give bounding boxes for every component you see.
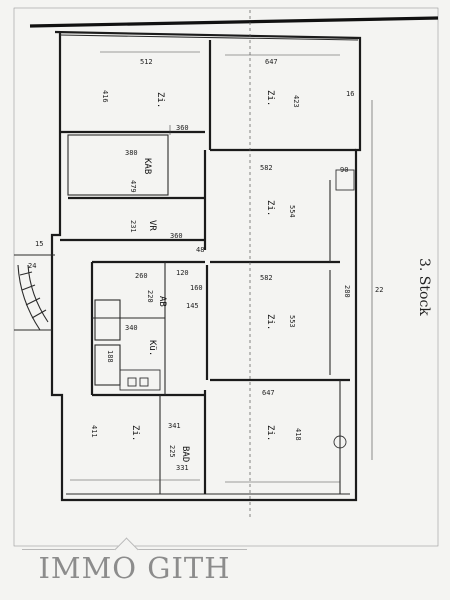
staircase [14,254,55,331]
room-name-kab: KAB [142,158,152,174]
dim-label-24: 24 [28,262,36,270]
room-width-kue: 340 [125,324,138,332]
room-width-bot-right: 647 [262,389,275,397]
dim-label-15: 15 [35,240,43,248]
dim-label-48: 48 [196,246,204,254]
room-height-top-right: 423 [292,95,300,108]
floor-note: 3. Stock [416,258,432,316]
room-width-ab: 260 [135,272,148,280]
room-name-top-right: Zi. [265,90,275,106]
top-border-line [29,16,439,28]
room-height-bot-left: 411 [90,425,98,438]
room-height-kue: 188 [106,350,114,363]
room-width-top-left: 512 [140,58,153,66]
logo-text: IMMO GITH [38,551,231,585]
room-name-top-left: Zi. [155,92,165,108]
dim-label-280: 280 [343,285,351,298]
dimension-labels: 360 120 160 145 15 24 90 48 280 22 16 [28,90,383,310]
dim-label-360: 360 [176,124,189,132]
dimension-lines [70,51,373,483]
room-height-vr: 231 [129,220,137,233]
room-height-bot-right: 418 [294,428,302,441]
interior-walls [60,40,356,494]
room-name-bot-right: Zi. [265,425,275,441]
room-height-top-left: 416 [101,90,109,103]
room-labels: Zi. 512 416 Zi. 647 423 KAB 380 479 VR 3… [90,58,302,472]
room-height-mid-right-1: 554 [288,205,296,218]
paper-edge [13,7,439,547]
room-width-bot-left: 341 [168,422,181,430]
room-height-kab: 479 [129,180,137,193]
dim-label-120: 120 [176,269,189,277]
room-width-bad: 331 [176,464,189,472]
fixtures [119,169,355,449]
room-width-mid-right-2: 582 [260,274,273,282]
room-name-vr: VR [147,220,157,231]
brand-logo: IMMO GITH [22,537,247,593]
room-width-vr: 360 [170,232,183,240]
dim-label-16: 16 [346,90,354,98]
room-height-mid-right-2: 553 [288,315,296,328]
room-width-top-right: 647 [265,58,278,66]
room-name-ab: AB [157,296,167,307]
dim-label-160: 160 [190,284,203,292]
room-height-bad: 225 [168,445,176,458]
dim-label-22: 22 [375,286,383,294]
room-height-ab: 220 [146,290,154,303]
room-name-kue: Kü. [147,340,157,356]
dim-label-90: 90 [340,166,348,174]
building-outline [50,30,362,502]
room-name-bad: BAD [180,446,190,462]
room-name-bot-left: Zi. [130,425,140,441]
room-name-mid-right-2: Zi. [265,314,275,330]
dim-label-145: 145 [186,302,199,310]
room-width-kab: 380 [125,149,138,157]
room-width-mid-right-1: 582 [260,164,273,172]
room-name-mid-right-1: Zi. [265,200,275,216]
